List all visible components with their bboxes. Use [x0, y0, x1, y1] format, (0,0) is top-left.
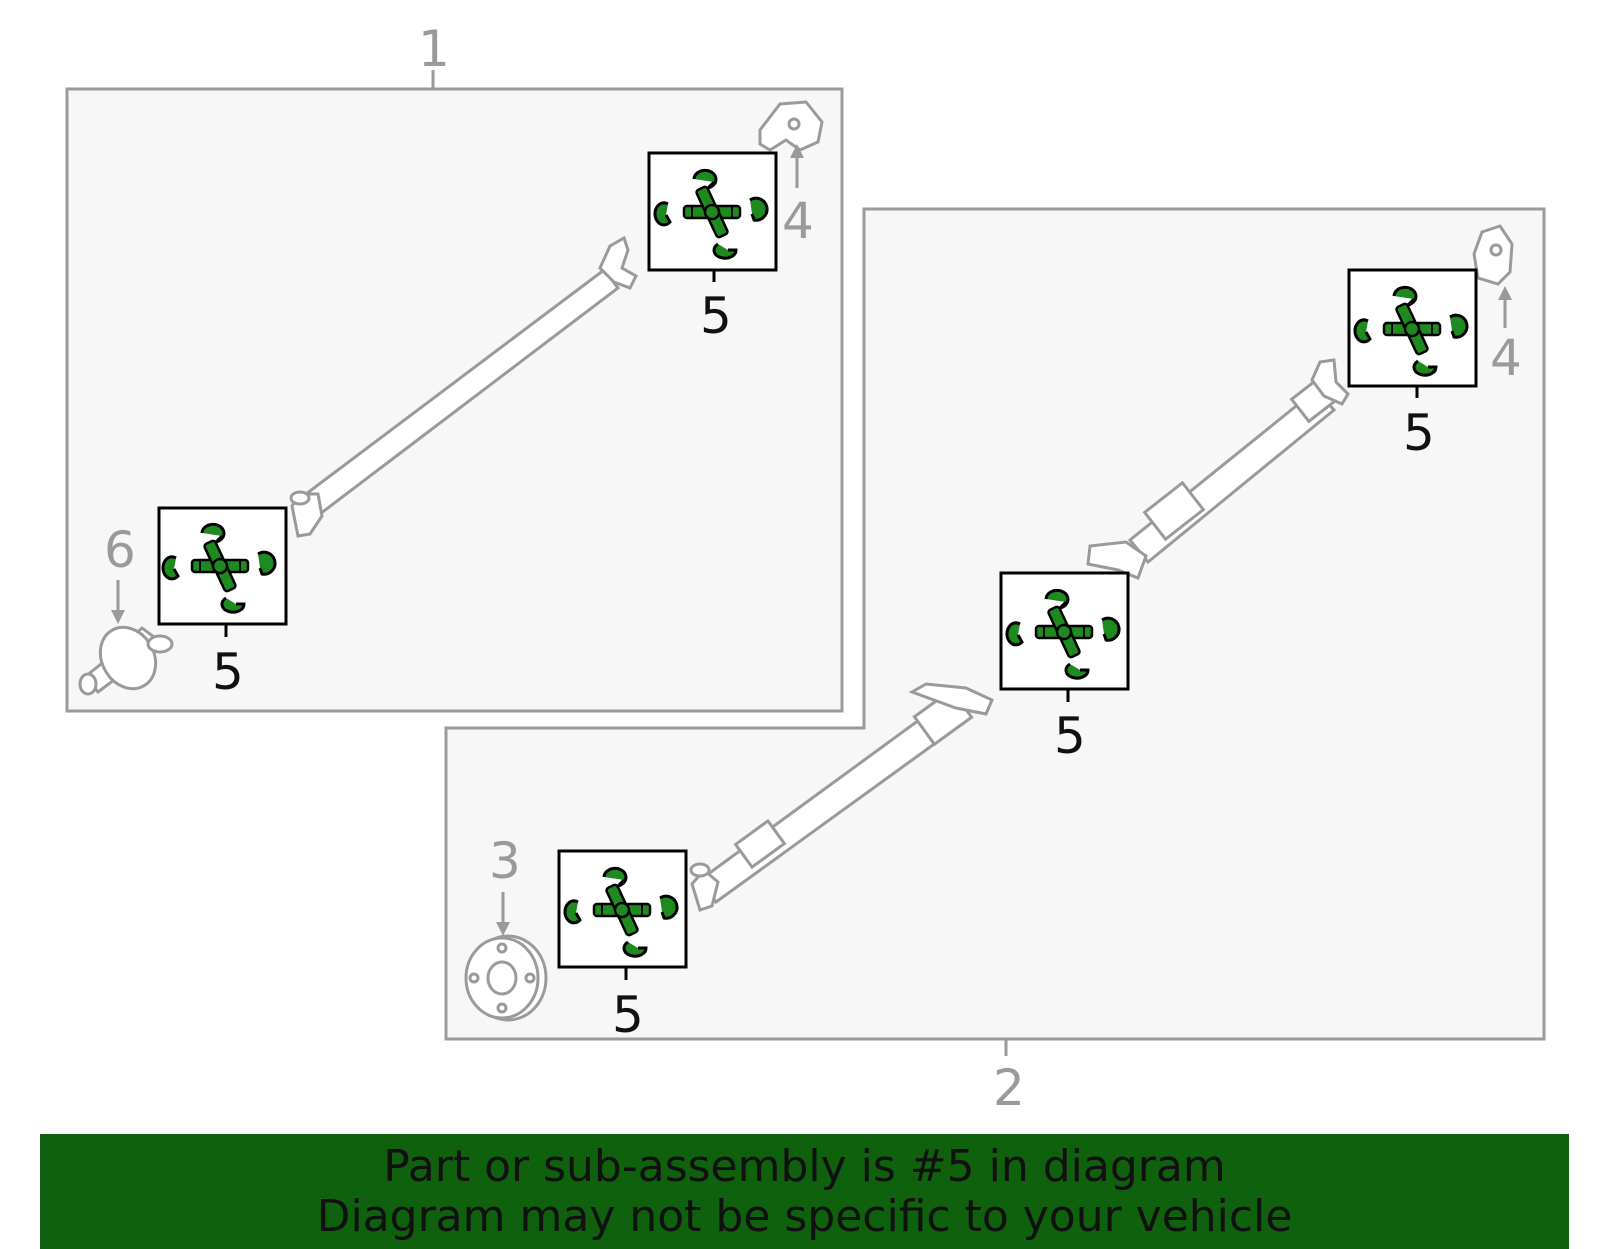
callout-4a: 4 [782, 192, 814, 250]
universal-joint-rear-center[interactable]: 5 [999, 571, 1130, 765]
callout-6-arrowhead [111, 610, 125, 624]
universal-joint-rear-rear[interactable]: 5 [1347, 268, 1478, 462]
mounting-bracket-upper [758, 100, 824, 152]
callout-5-front-rear: 5 [700, 287, 732, 345]
universal-joint-front-rear[interactable]: 5 [647, 151, 778, 345]
callout-3-arrowhead [496, 922, 510, 936]
center-bearing-part-6 [78, 625, 174, 696]
mounting-bracket-rear [1472, 224, 1514, 286]
front-driveshaft [289, 235, 638, 538]
banner-line-2: Diagram may not be specific to your vehi… [316, 1190, 1293, 1242]
rear-driveshaft-rear-section [1086, 358, 1350, 580]
rear-driveshaft-front-section [689, 682, 994, 912]
callout-4b-arrowhead [1498, 286, 1512, 300]
callout-5-rear-rear: 5 [1403, 404, 1435, 462]
banner-line-1: Part or sub-assembly is #5 in diagram [383, 1140, 1226, 1192]
callout-3: 3 [489, 832, 521, 890]
universal-joint-front-front[interactable]: 5 [157, 506, 288, 701]
callout-5-rear-front: 5 [612, 986, 644, 1044]
callout-4b: 4 [1490, 329, 1522, 387]
callout-2: 2 [993, 1059, 1025, 1117]
callout-5-rear-center: 5 [1054, 707, 1086, 765]
rear-shaft-panel [444, 207, 1546, 1041]
flex-coupler-part-3 [464, 934, 548, 1022]
universal-joint-rear-front[interactable]: 5 [557, 849, 688, 1044]
info-banner: Part or sub-assembly is #5 in diagram Di… [40, 1134, 1569, 1249]
callout-5-front-front: 5 [212, 643, 244, 701]
callout-6: 6 [104, 521, 136, 579]
callout-1: 1 [418, 20, 450, 78]
callout-4a-arrowhead [790, 144, 804, 158]
